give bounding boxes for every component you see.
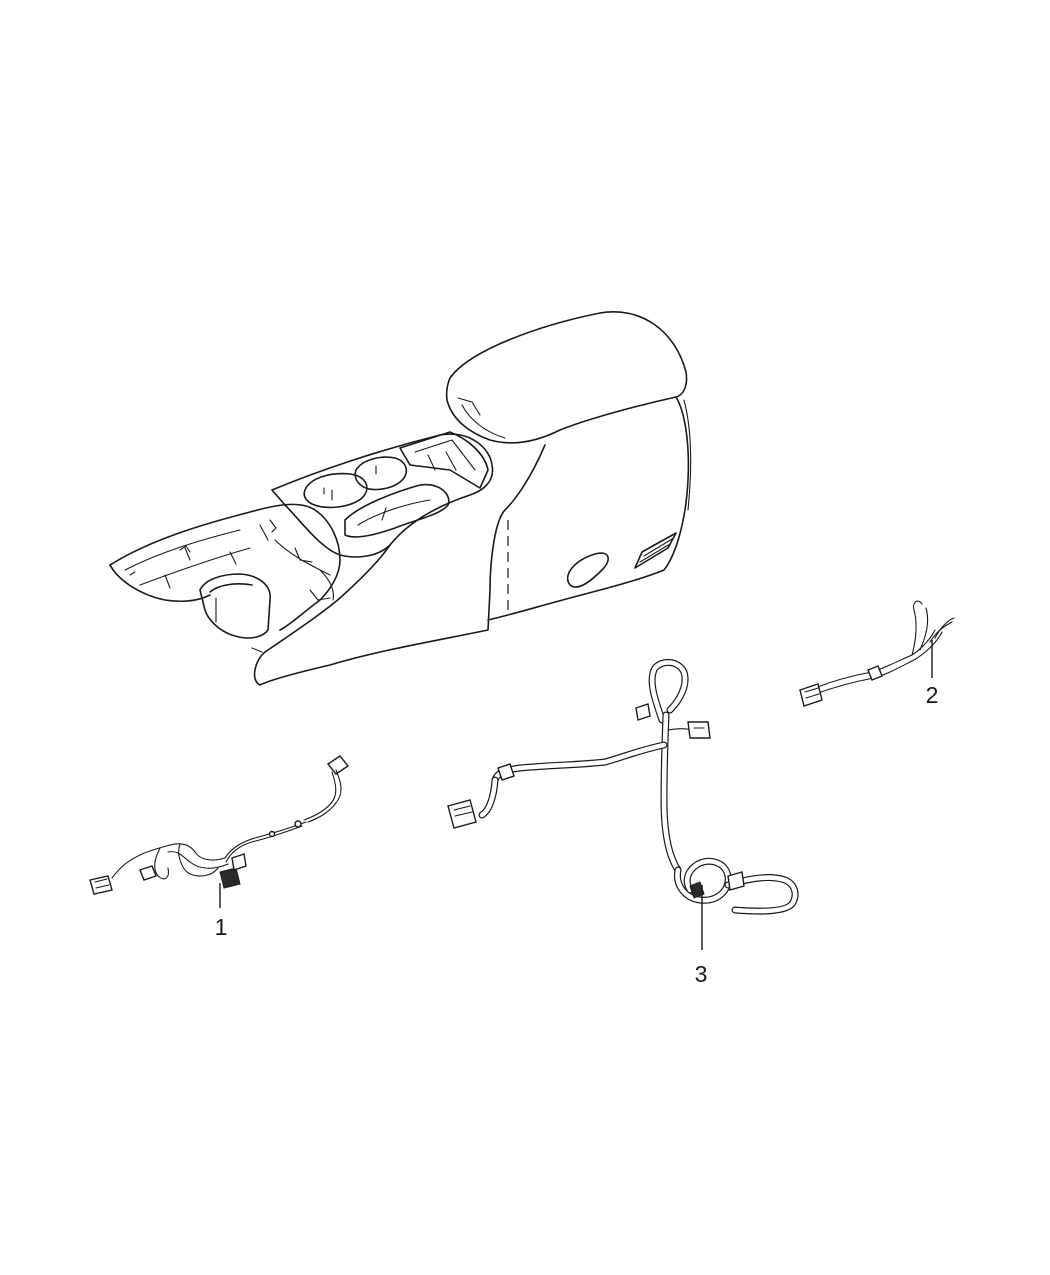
callout-1-label: 1 xyxy=(215,914,228,940)
wiring-harness-3 xyxy=(447,659,799,915)
callout-2: 2 xyxy=(926,640,939,708)
callout-1: 1 xyxy=(215,883,228,940)
callout-3: 3 xyxy=(695,885,708,987)
callout-3-label: 3 xyxy=(695,961,708,987)
wiring-harness-1 xyxy=(89,755,350,895)
wiring-harness-2 xyxy=(799,600,955,707)
callout-2-label: 2 xyxy=(926,682,939,708)
center-console-illustration xyxy=(109,311,692,686)
